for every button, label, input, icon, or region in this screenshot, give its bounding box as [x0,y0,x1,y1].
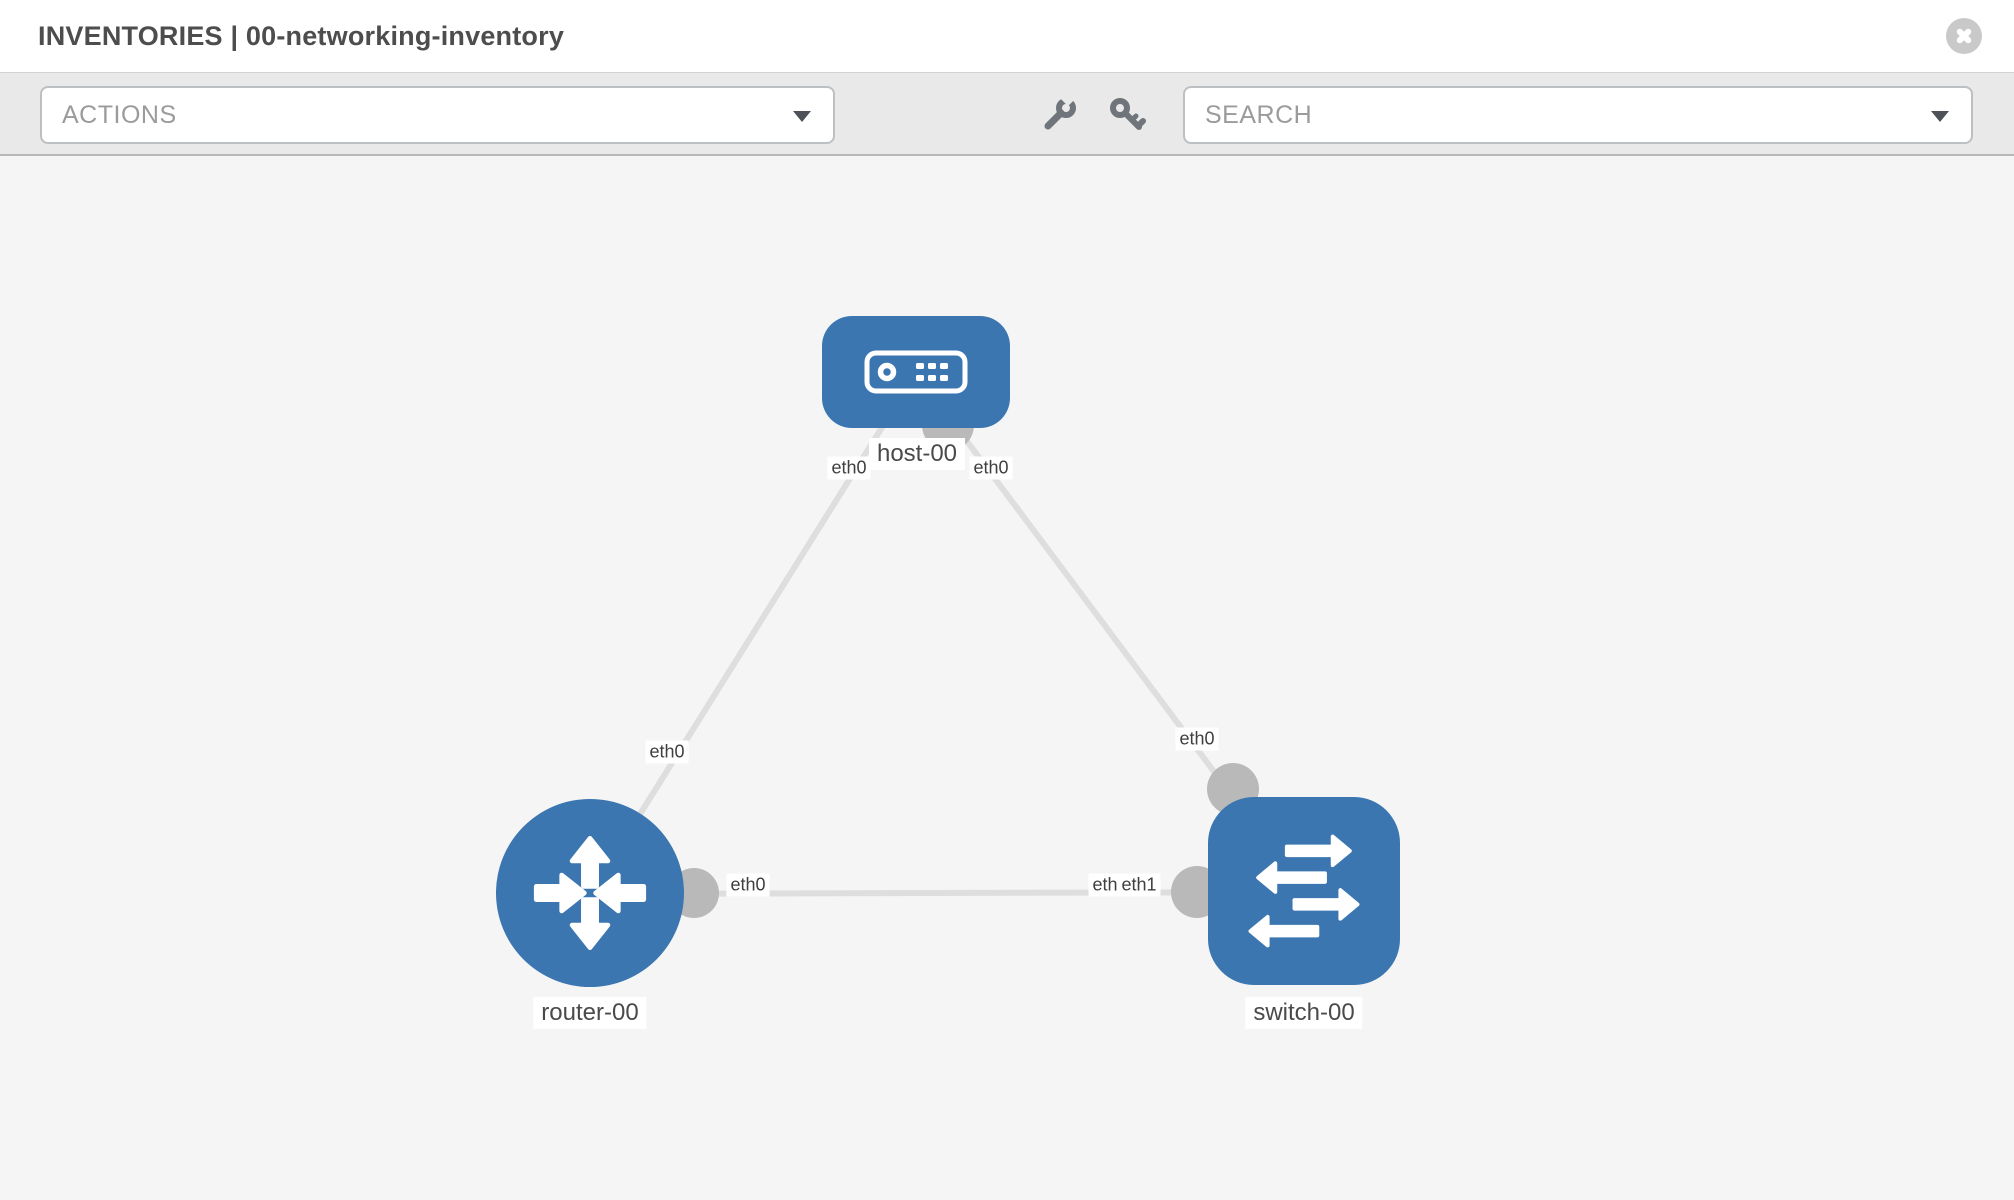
wrench-tools-button[interactable] [1040,90,1084,139]
search-placeholder: SEARCH [1205,101,1313,129]
port-label-eth0: eth0 [827,456,871,480]
chevron-down-icon [1931,111,1949,122]
key-icon [1110,98,1146,130]
port-label-eth0: eth0 [969,456,1013,480]
wrench-icon [1044,90,1076,130]
node-label-router[interactable]: router-00 [533,997,647,1029]
topology-edges [587,371,1307,918]
node-label-switch[interactable]: switch-00 [1245,997,1363,1029]
topology-canvas[interactable]: host-00 router-00 switch-00 eth0 eth0 et… [0,156,2014,1200]
node-router-00[interactable] [496,799,684,987]
close-button[interactable] [1946,18,1982,54]
actions-dropdown-label: ACTIONS [62,101,177,129]
port-label-eth0: eth0 [645,740,689,764]
port-label-eth0: eth0 [726,873,770,897]
node-label-host[interactable]: host-00 [868,438,966,470]
key-credentials-button[interactable] [1106,95,1150,139]
actions-dropdown[interactable]: ACTIONS [40,86,835,144]
search-dropdown[interactable]: SEARCH [1183,86,1973,144]
header-bar: INVENTORIES | 00-networking-inventory [0,0,2014,72]
node-switch-00[interactable] [1208,797,1400,985]
port-label-eth1: eth1 [1117,873,1161,897]
node-host-00[interactable] [822,316,1010,428]
host-icon [864,350,968,394]
page-title: INVENTORIES | 00-networking-inventory [38,21,565,51]
port-label-eth0: eth0 [1175,727,1219,751]
switch-icon [1248,834,1360,948]
chevron-down-icon [793,111,811,122]
router-icon [533,835,647,951]
toolbar: ACTIONS SEARCH [0,72,2014,156]
